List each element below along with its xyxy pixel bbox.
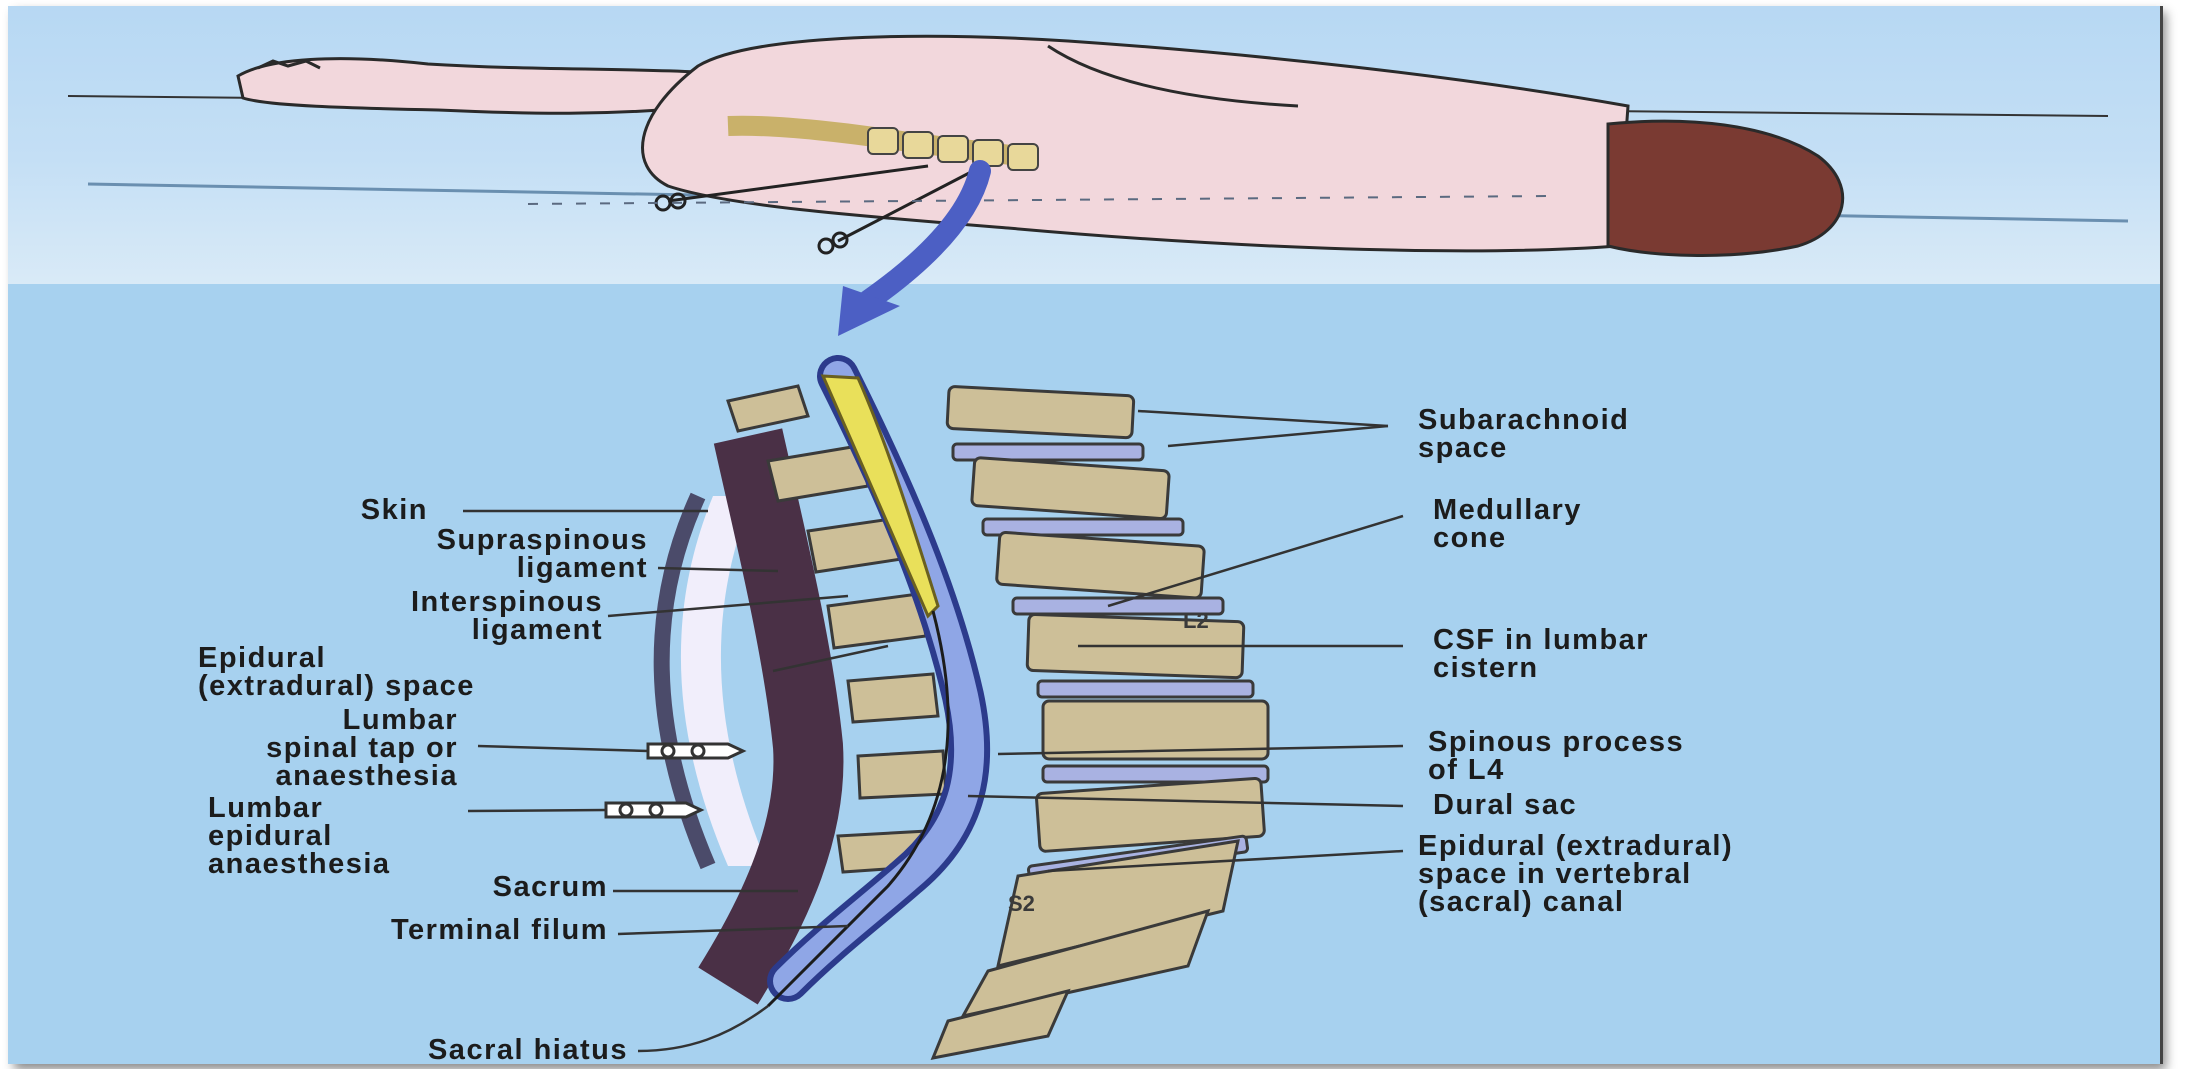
label-interspinous-ligament: Interspinous ligament (158, 588, 603, 644)
figure-border (2160, 6, 2163, 1064)
label-lumbar-epidural-anaesthesia: Lumbar epidural anaesthesia (208, 794, 391, 878)
label-csf-lumbar-cistern: CSF in lumbar cistern (1433, 626, 1649, 682)
label-supraspinous-ligament: Supraspinous ligament (158, 526, 648, 582)
label-sacral-hiatus: Sacral hiatus (158, 1036, 628, 1064)
label-terminal-filum: Terminal filum (128, 916, 608, 944)
label-lumbar-spinal-tap: Lumbar spinal tap or anaesthesia (38, 706, 458, 790)
zoom-arrow (868, 171, 980, 301)
label-medullary-cone: Medullary cone (1433, 496, 1582, 552)
vertebra-label-s2: S2 (1008, 891, 1035, 916)
spinal-cord (823, 376, 938, 616)
label-spinous-process-l4: Spinous process of L4 (1428, 728, 1684, 784)
label-epidural-sacral-canal: Epidural (extradural) space in vertebral… (1418, 832, 1733, 916)
label-epidural-space: Epidural (extradural) space (198, 644, 475, 700)
vertebra-label-l2: L2 (1183, 608, 1209, 633)
label-dural-sac: Dural sac (1433, 791, 1577, 819)
label-skin: Skin (238, 496, 428, 524)
lumbar-puncture-figure: L2 S2 Skin Supraspinous ligament Intersp… (8, 6, 2160, 1064)
label-sacrum: Sacrum (308, 873, 608, 901)
ligament-band (728, 436, 808, 986)
label-subarachnoid-space: Subarachnoid space (1418, 406, 1629, 462)
